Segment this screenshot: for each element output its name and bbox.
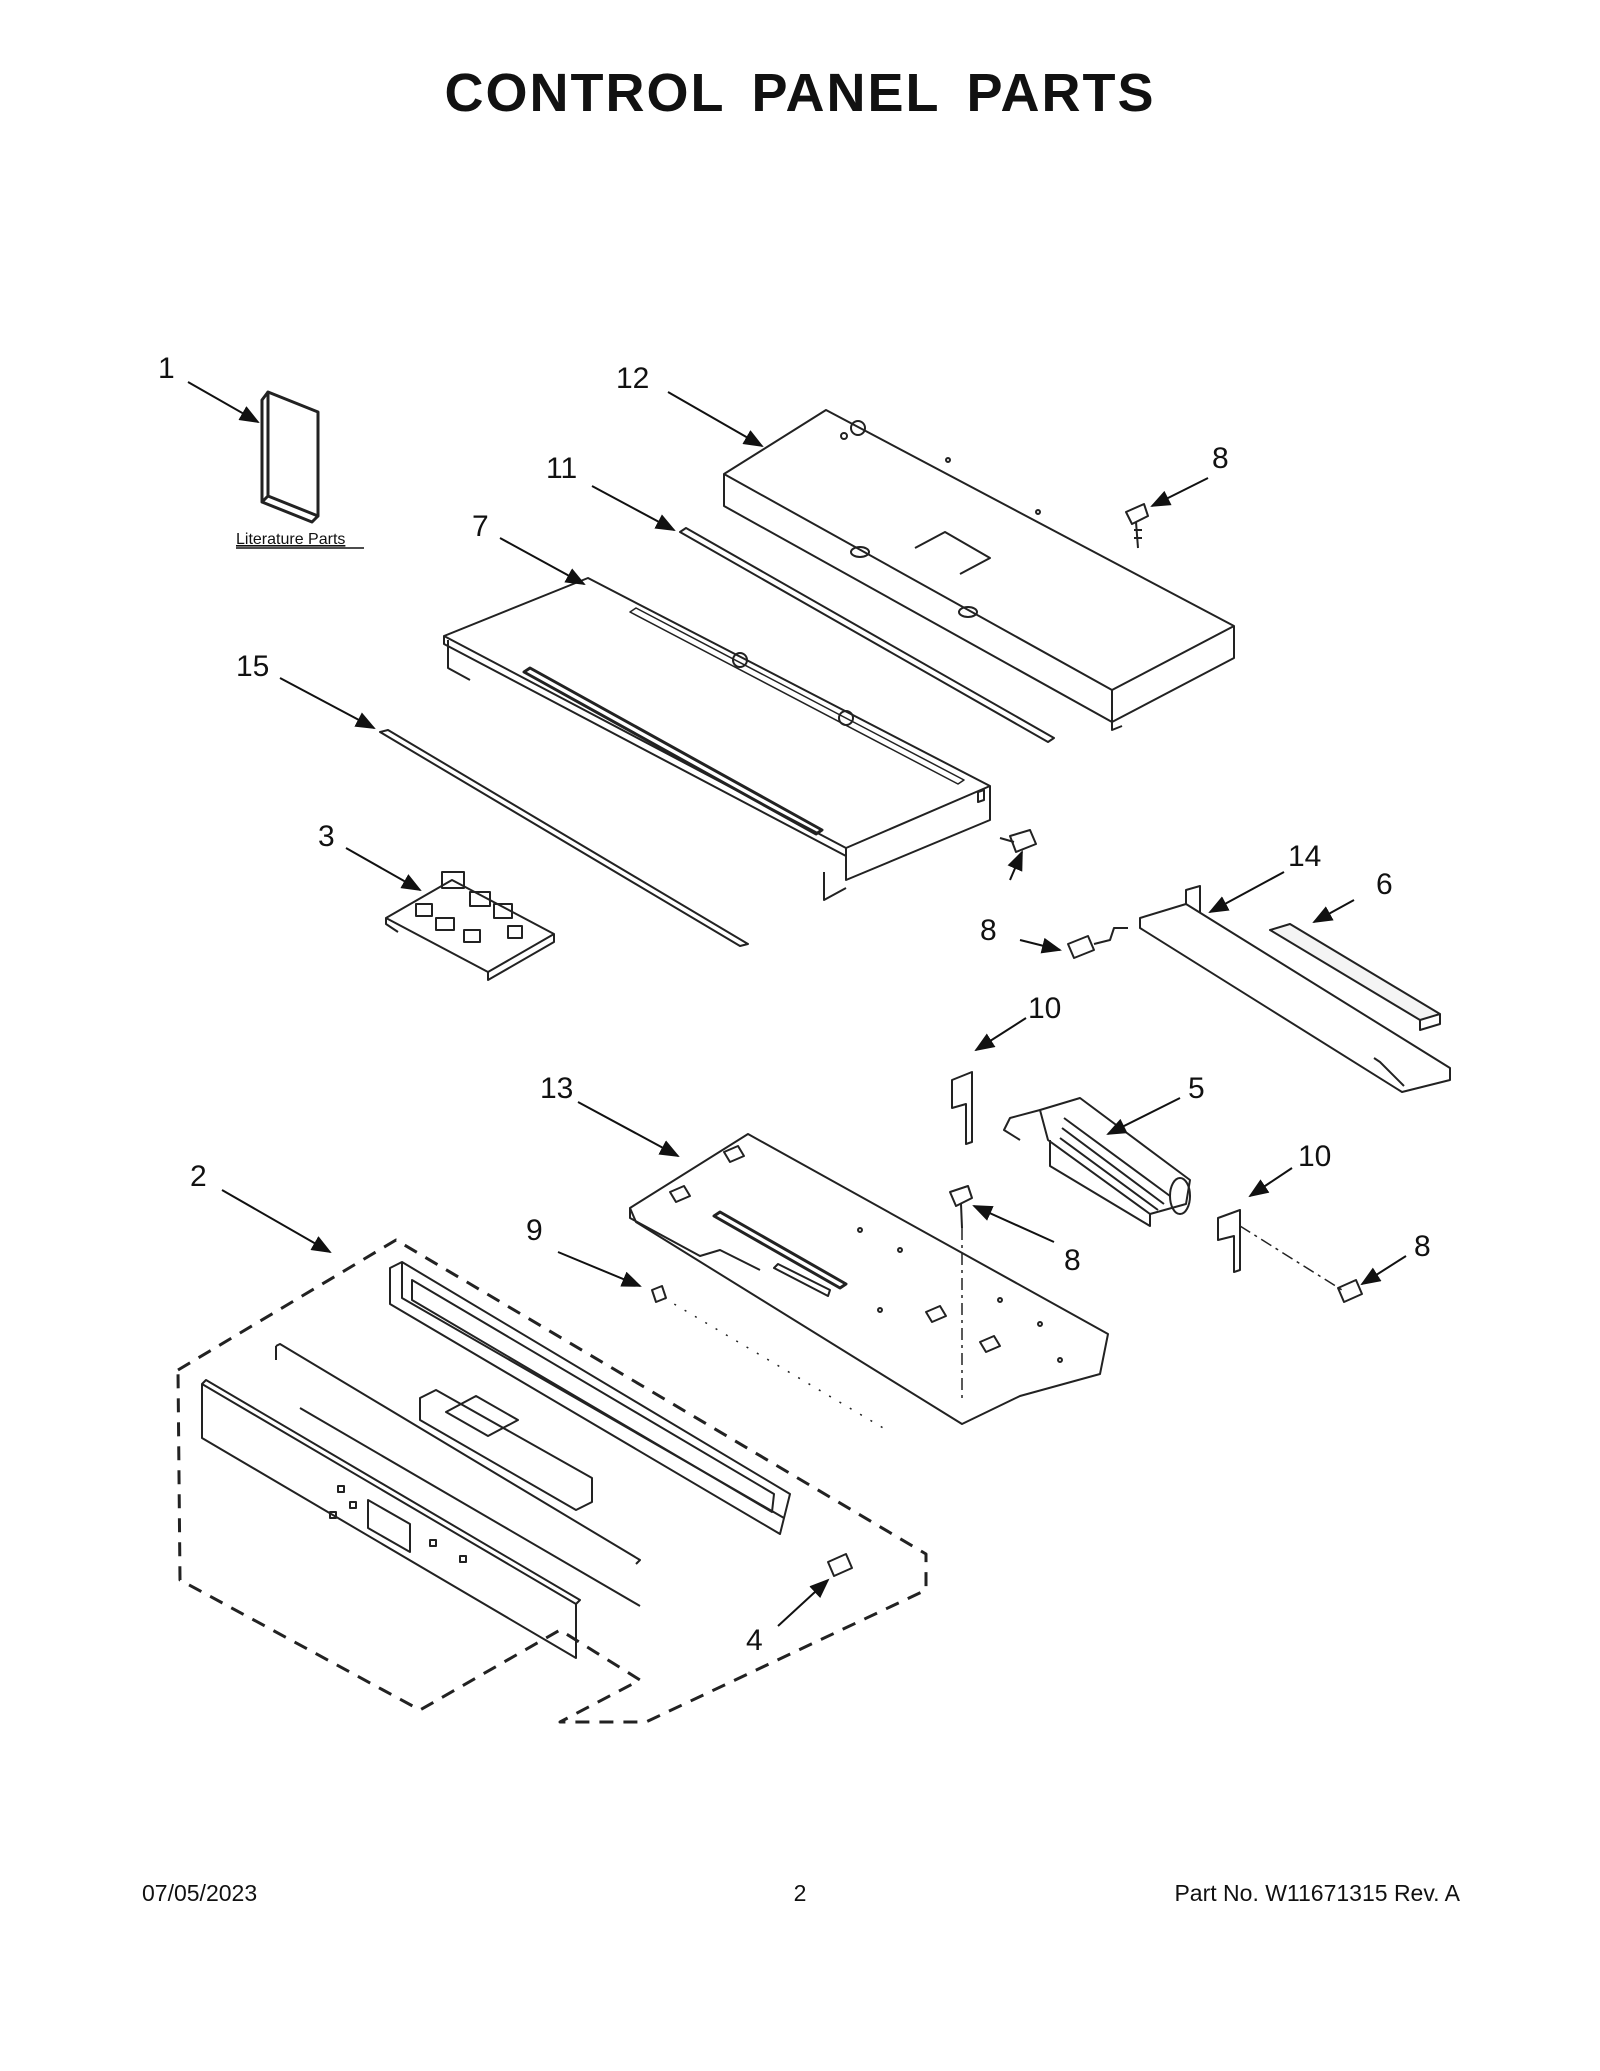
callout-12: 12 bbox=[616, 362, 649, 395]
screw-part-8-fan bbox=[1337, 1279, 1363, 1303]
callout-11: 11 bbox=[546, 452, 577, 485]
screw-part-8-bracket bbox=[1067, 927, 1128, 959]
callout-6: 6 bbox=[1376, 868, 1393, 901]
callout-8-box: 8 bbox=[980, 914, 997, 947]
page-title: CONTROL PANEL PARTS bbox=[444, 63, 1156, 123]
callout-8-plate: 8 bbox=[1064, 1244, 1081, 1277]
callout-15: 15 bbox=[236, 650, 269, 683]
callout-4: 4 bbox=[746, 1624, 763, 1657]
footer-page-number: 2 bbox=[793, 1880, 807, 1906]
callout-8-top: 8 bbox=[1212, 442, 1229, 475]
clip-part-9 bbox=[651, 1285, 891, 1433]
literature-parts-label: Literature Parts bbox=[236, 531, 345, 548]
control-panel-assembly-part-2 bbox=[201, 1261, 791, 1659]
bracket-part-14 bbox=[1139, 885, 1451, 1093]
callout-10-right: 10 bbox=[1298, 1140, 1331, 1173]
callout-7: 7 bbox=[472, 510, 489, 543]
callout-8-fan: 8 bbox=[1414, 1230, 1431, 1263]
screw-part-4 bbox=[827, 1553, 853, 1577]
literature-parts-booklet bbox=[260, 390, 320, 524]
callout-1: 1 bbox=[158, 352, 175, 385]
assembly-dashed-boundary bbox=[176, 1238, 928, 1724]
control-box-part-7 bbox=[443, 577, 991, 901]
callout-13: 13 bbox=[540, 1072, 573, 1105]
callout-5: 5 bbox=[1188, 1072, 1205, 1105]
screw-part-8-plate bbox=[949, 1185, 973, 1229]
bracket-part-10-left bbox=[951, 1071, 973, 1145]
screw-part-8-box bbox=[999, 829, 1037, 853]
callout-10-left: 10 bbox=[1028, 992, 1061, 1025]
callout-14: 14 bbox=[1288, 840, 1321, 873]
bracket-part-10-right bbox=[1217, 1209, 1241, 1273]
gasket-strip-part-11 bbox=[679, 527, 1055, 743]
mounting-plate-part-13 bbox=[629, 1133, 1109, 1425]
screw-part-8-top bbox=[1125, 503, 1149, 549]
callout-3: 3 bbox=[318, 820, 335, 853]
footer-part-number: Part No. W11671315 Rev. A bbox=[1174, 1880, 1460, 1906]
insulation-strip-part-6 bbox=[1269, 923, 1441, 1031]
control-board-part-3 bbox=[385, 871, 555, 981]
callout-2: 2 bbox=[190, 1160, 207, 1193]
blower-fan-part-5 bbox=[1003, 1097, 1191, 1227]
top-cover-part-12 bbox=[723, 409, 1235, 731]
footer-date: 07/05/2023 bbox=[142, 1880, 258, 1906]
trim-strip-part-15 bbox=[379, 729, 749, 947]
callout-9: 9 bbox=[526, 1214, 543, 1247]
